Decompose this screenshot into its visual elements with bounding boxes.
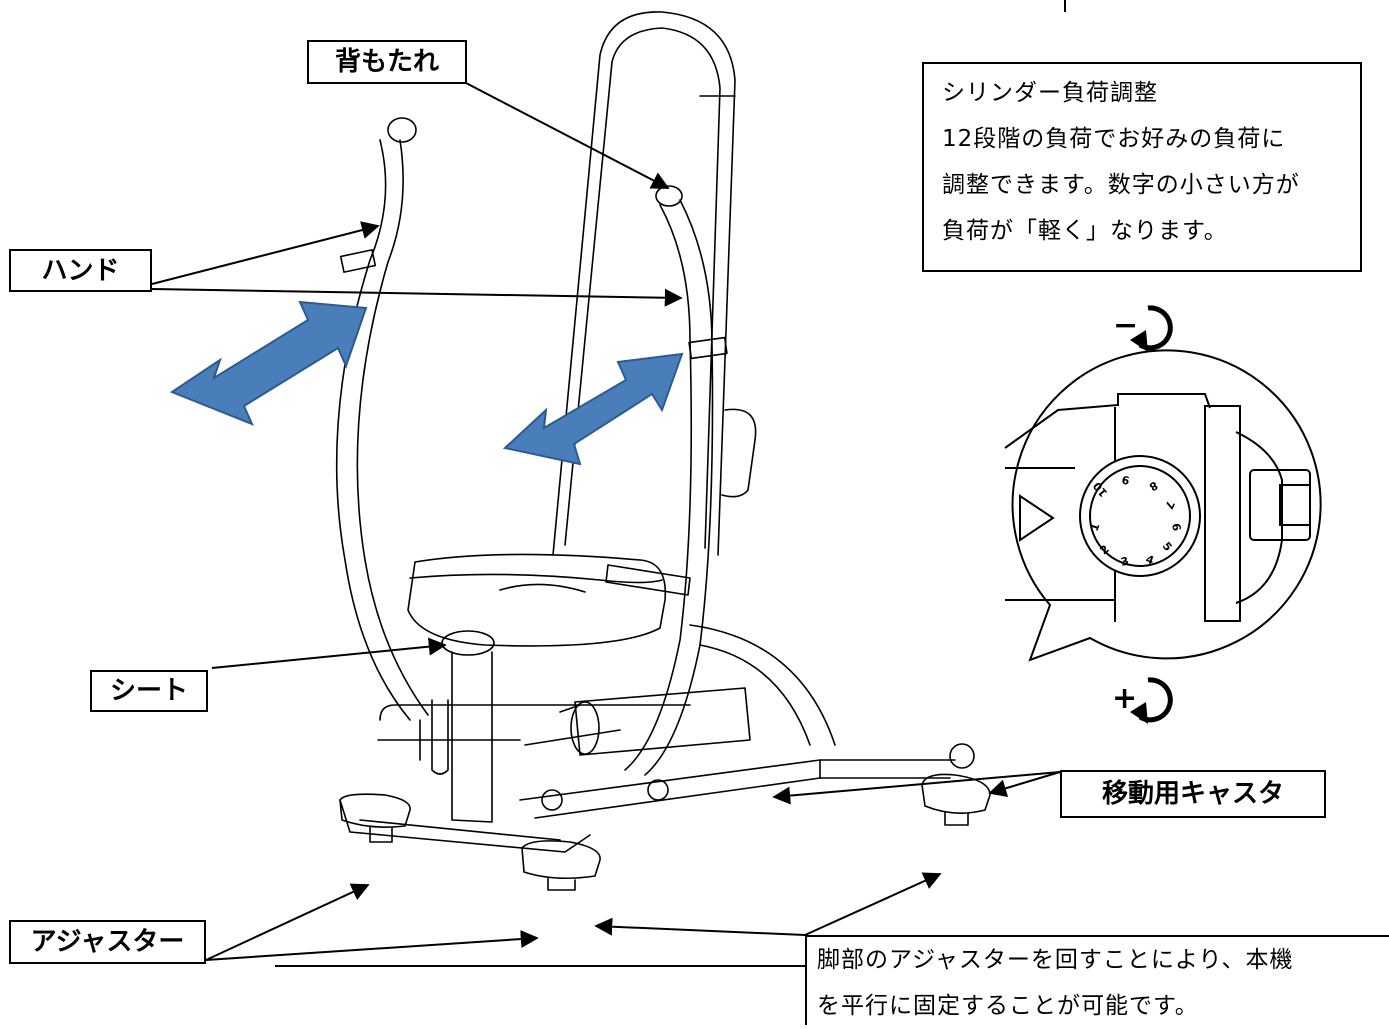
cylinder <box>574 687 751 756</box>
adjuster-note-box: 脚部のアジャスターを回すことにより、本機 を平行に固定することが可能です。 <box>805 935 1389 1025</box>
rotate-plus-icon: + <box>1112 677 1173 724</box>
front-left-foot <box>339 793 411 828</box>
dial-number: 4 <box>1144 553 1156 568</box>
adjuster-label: アジャスター <box>9 920 206 964</box>
svg-text:−: − <box>1113 308 1138 343</box>
dial-number: 6 <box>1169 522 1183 532</box>
dial-pointer-icon <box>1019 494 1055 542</box>
dial-number: 9 <box>1121 473 1131 487</box>
right-movement-arrow <box>502 352 684 466</box>
load-dial-callout <box>1004 349 1322 662</box>
left-movement-arrow <box>169 300 368 426</box>
adjuster-note-line: を平行に固定することが可能です。 <box>817 993 1199 1019</box>
movement-arrows <box>169 300 684 466</box>
cylinder-info-line: 負荷が「軽く」なります。 <box>942 218 1228 244</box>
front-right-foot <box>521 840 601 880</box>
cylinder-info-line: 調整できます。数字の小さい方が <box>942 172 1300 198</box>
casters-label: 移動用キャスタ <box>1060 770 1326 818</box>
dial-number: 3 <box>1119 554 1130 569</box>
machine-illustration <box>335 11 991 891</box>
cylinder-info-title: シリンダー負荷調整 <box>942 80 1158 106</box>
hand-label: ハンド <box>9 249 152 292</box>
seat-cushion <box>407 553 667 647</box>
adjuster-note-line: 脚部のアジャスターを回すことにより、本機 <box>817 947 1294 973</box>
leader-lines <box>151 0 1066 967</box>
right-handle-bar <box>624 204 693 771</box>
left-handle-bar <box>335 139 411 721</box>
rotate-minus-icon: − <box>1113 305 1173 352</box>
load-dial-knob <box>1079 455 1201 577</box>
svg-text:+: + <box>1112 681 1137 716</box>
backrest-frame <box>552 11 736 556</box>
seat-label: シート <box>90 670 208 712</box>
cylinder-info-box: シリンダー負荷調整 12段階の負荷でお好みの負荷に 調整できます。数字の小さい方… <box>922 62 1362 272</box>
dial-number: 1 <box>1088 521 1103 533</box>
cylinder-info-line: 12段階の負荷でお好みの負荷に <box>942 126 1286 152</box>
rear-caster <box>921 773 991 814</box>
backrest-label: 背もたれ <box>307 40 467 84</box>
